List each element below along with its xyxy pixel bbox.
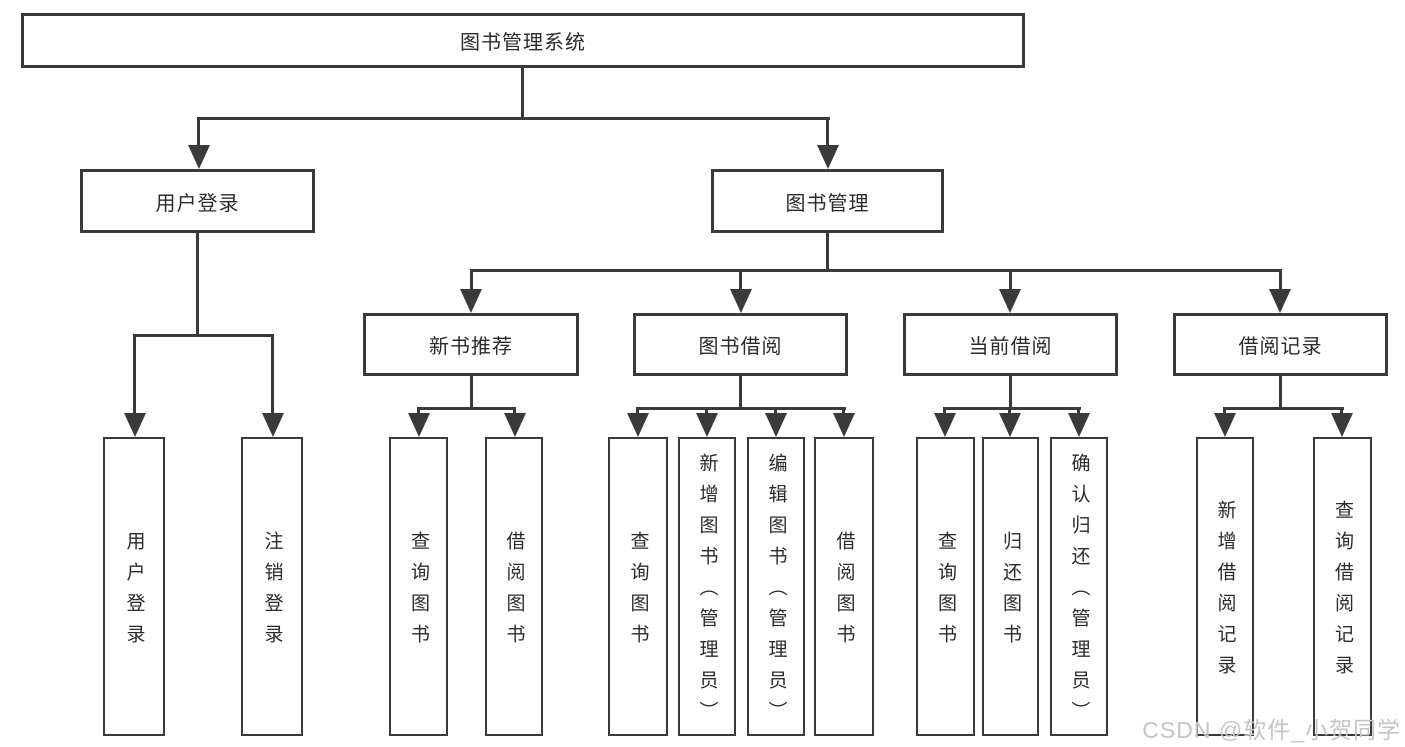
connector-line xyxy=(739,374,742,410)
node-current-borrowing: 当前借阅 xyxy=(903,313,1118,376)
leaf-br-add-record: 新增借阅记录 xyxy=(1196,437,1254,736)
arrow-down-icon xyxy=(460,289,482,313)
connector-line xyxy=(196,233,199,337)
arrow-down-icon xyxy=(696,413,718,437)
arrow-down-icon xyxy=(1331,413,1353,437)
leaf-bb-borrow-books-label: 借阅图书 xyxy=(833,530,855,655)
node-book-management-label: 图书管理 xyxy=(785,192,870,215)
connector-line xyxy=(470,374,473,410)
connector-line xyxy=(1223,407,1344,410)
leaf-nbr-borrow-books-label: 借阅图书 xyxy=(503,530,525,655)
node-book-management: 图书管理 xyxy=(711,169,944,233)
arrow-down-icon xyxy=(124,413,146,437)
arrow-down-icon xyxy=(262,413,284,437)
node-current-borrowing-label: 当前借阅 xyxy=(968,336,1053,358)
arrow-down-icon xyxy=(765,413,787,437)
connector-line xyxy=(944,407,1081,410)
leaf-bb-edit-book-admin: 编辑图书（管理员） xyxy=(747,437,805,736)
leaf-cb-query-books-label: 查询图书 xyxy=(935,530,956,655)
arrow-down-icon xyxy=(833,413,855,437)
node-borrowing-records: 借阅记录 xyxy=(1173,313,1388,376)
arrow-down-icon xyxy=(1269,289,1291,313)
connector-line xyxy=(197,117,830,120)
leaf-cb-return-books-label: 归还图书 xyxy=(1000,530,1021,655)
connector-line xyxy=(470,269,473,296)
leaf-bb-query-books: 查询图书 xyxy=(608,437,668,736)
arrow-down-icon xyxy=(999,413,1021,437)
arrow-down-icon xyxy=(627,413,649,437)
connector-line xyxy=(637,407,846,410)
connector-line xyxy=(1279,269,1282,296)
leaf-nbr-query-books-label: 查询图书 xyxy=(408,530,429,655)
arrow-down-icon xyxy=(1068,413,1090,437)
connector-line xyxy=(739,269,742,296)
connector-line xyxy=(470,269,1282,272)
connector-line xyxy=(1009,269,1012,296)
node-book-borrowing: 图书借阅 xyxy=(633,313,848,376)
arrow-down-icon xyxy=(817,145,839,169)
node-new-book-recommend: 新书推荐 xyxy=(363,313,579,376)
node-root: 图书管理系统 xyxy=(21,13,1025,68)
leaf-cb-return-books: 归还图书 xyxy=(982,437,1039,736)
arrow-down-icon xyxy=(730,289,752,313)
connector-line xyxy=(826,117,829,148)
leaf-cb-query-books: 查询图书 xyxy=(916,437,975,736)
leaf-br-query-record-label: 查询借阅记录 xyxy=(1332,499,1353,686)
node-book-borrowing-label: 图书借阅 xyxy=(698,336,783,358)
leaf-bb-query-books-label: 查询图书 xyxy=(627,530,649,655)
leaf-bb-add-book-admin: 新增图书（管理员） xyxy=(678,437,736,736)
leaf-logout-label: 注销登录 xyxy=(261,530,283,655)
arrow-down-icon xyxy=(1214,413,1236,437)
arrow-down-icon xyxy=(188,145,210,169)
leaf-logout: 注销登录 xyxy=(241,437,303,736)
connector-line xyxy=(417,407,516,410)
connector-line xyxy=(826,233,829,272)
leaf-cb-confirm-return-admin: 确认归还（管理员） xyxy=(1050,437,1108,736)
connector-line xyxy=(1279,374,1282,410)
connector-line xyxy=(197,117,200,148)
leaf-br-query-record: 查询借阅记录 xyxy=(1313,437,1372,736)
leaf-br-add-record-label: 新增借阅记录 xyxy=(1214,499,1236,686)
leaf-bb-borrow-books: 借阅图书 xyxy=(814,437,874,736)
leaf-user-login-label: 用户登录 xyxy=(123,530,145,655)
leaf-nbr-query-books: 查询图书 xyxy=(389,437,448,736)
leaf-bb-edit-book-admin-label: 编辑图书（管理员） xyxy=(765,453,787,732)
connector-line xyxy=(133,334,136,418)
leaf-nbr-borrow-books: 借阅图书 xyxy=(485,437,543,736)
leaf-user-login: 用户登录 xyxy=(103,437,165,736)
connector-line xyxy=(271,334,274,418)
connector-line xyxy=(1009,374,1012,410)
arrow-down-icon xyxy=(934,413,956,437)
connector-line xyxy=(133,334,274,337)
node-root-label: 图书管理系统 xyxy=(460,32,586,54)
arrow-down-icon xyxy=(504,413,526,437)
node-new-book-recommend-label: 新书推荐 xyxy=(429,336,513,358)
watermark-text: CSDN @软件_小贺同学 xyxy=(1142,717,1401,743)
leaf-bb-add-book-admin-label: 新增图书（管理员） xyxy=(696,453,718,732)
node-borrowing-records-label: 借阅记录 xyxy=(1238,336,1323,358)
arrow-down-icon xyxy=(408,413,430,437)
node-user-login-label: 用户登录 xyxy=(155,192,240,215)
node-user-login: 用户登录 xyxy=(80,169,315,233)
leaf-cb-confirm-return-admin-label: 确认归还（管理员） xyxy=(1068,453,1090,732)
connector-line xyxy=(521,68,524,119)
arrow-down-icon xyxy=(999,289,1021,313)
